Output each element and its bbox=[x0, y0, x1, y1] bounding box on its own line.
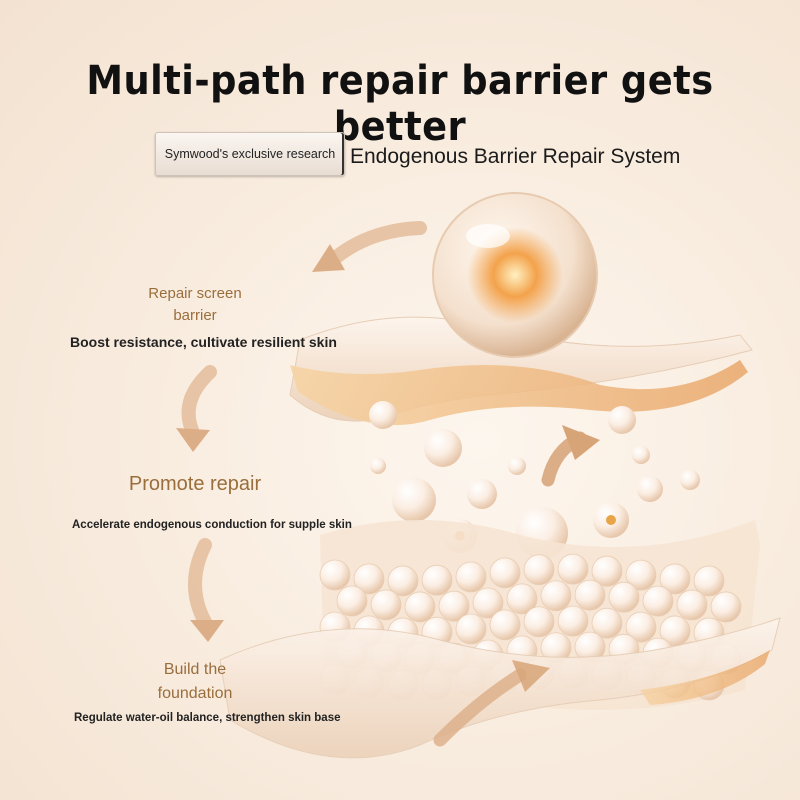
cell-sphere bbox=[659, 563, 691, 595]
cell-sphere bbox=[693, 565, 725, 597]
flow-arrows-right bbox=[433, 425, 600, 747]
cell-sphere bbox=[472, 587, 504, 619]
cell-sphere bbox=[387, 565, 419, 597]
cell-sphere bbox=[557, 605, 589, 637]
step-repair-screen-description: Boost resistance, cultivate resilient sk… bbox=[70, 334, 337, 350]
step-promote-repair-title: Promote repair bbox=[128, 473, 262, 495]
step-title-line: barrier bbox=[173, 307, 217, 324]
cell-sphere bbox=[642, 585, 674, 617]
step-title-line: Build the bbox=[163, 661, 227, 678]
step-build-foundation-title: Build the foundation bbox=[125, 658, 265, 706]
page-title: Multi-path repair barrier gets better bbox=[86, 58, 714, 150]
flow-arrows-left bbox=[181, 221, 427, 629]
cell-sphere bbox=[438, 590, 470, 622]
cell-sphere bbox=[421, 564, 453, 596]
cell-sphere bbox=[608, 581, 640, 613]
cell-sphere bbox=[676, 589, 708, 621]
cell-sphere bbox=[523, 554, 555, 586]
cell-sphere bbox=[574, 579, 606, 611]
step-build-foundation-description: Regulate water-oil balance, strengthen s… bbox=[74, 712, 341, 724]
cell-sphere bbox=[591, 607, 623, 639]
cell-sphere bbox=[506, 583, 538, 615]
arrowheads bbox=[176, 244, 345, 642]
cell-sphere bbox=[523, 606, 555, 638]
cell-sphere bbox=[319, 559, 351, 591]
step-promote-repair-description: Accelerate endogenous conduction for sup… bbox=[72, 519, 352, 531]
cell-sphere bbox=[710, 591, 742, 623]
cell-sphere bbox=[540, 580, 572, 612]
badge-label: Symwood's exclusive research bbox=[164, 147, 336, 161]
cell-sphere bbox=[557, 553, 589, 585]
cell-sphere bbox=[591, 555, 623, 587]
research-badge: Symwood's exclusive research bbox=[155, 132, 345, 176]
step-title-line: foundation bbox=[157, 685, 233, 702]
subtitle: Endogenous Barrier Repair System bbox=[350, 145, 681, 168]
cell-sphere bbox=[353, 563, 385, 595]
cell-sphere bbox=[489, 609, 521, 641]
cell-sphere bbox=[489, 557, 521, 589]
step-repair-screen-title: Repair screen barrier bbox=[130, 283, 260, 327]
cell-sphere bbox=[455, 561, 487, 593]
cell-sphere bbox=[404, 591, 436, 623]
cell-sphere bbox=[336, 585, 368, 617]
cell-sphere bbox=[370, 589, 402, 621]
serum-orb bbox=[432, 192, 598, 358]
cell-sphere bbox=[625, 611, 657, 643]
cell-sphere bbox=[455, 613, 487, 645]
step-title-line: Repair screen bbox=[148, 285, 242, 302]
cell-sphere bbox=[625, 559, 657, 591]
